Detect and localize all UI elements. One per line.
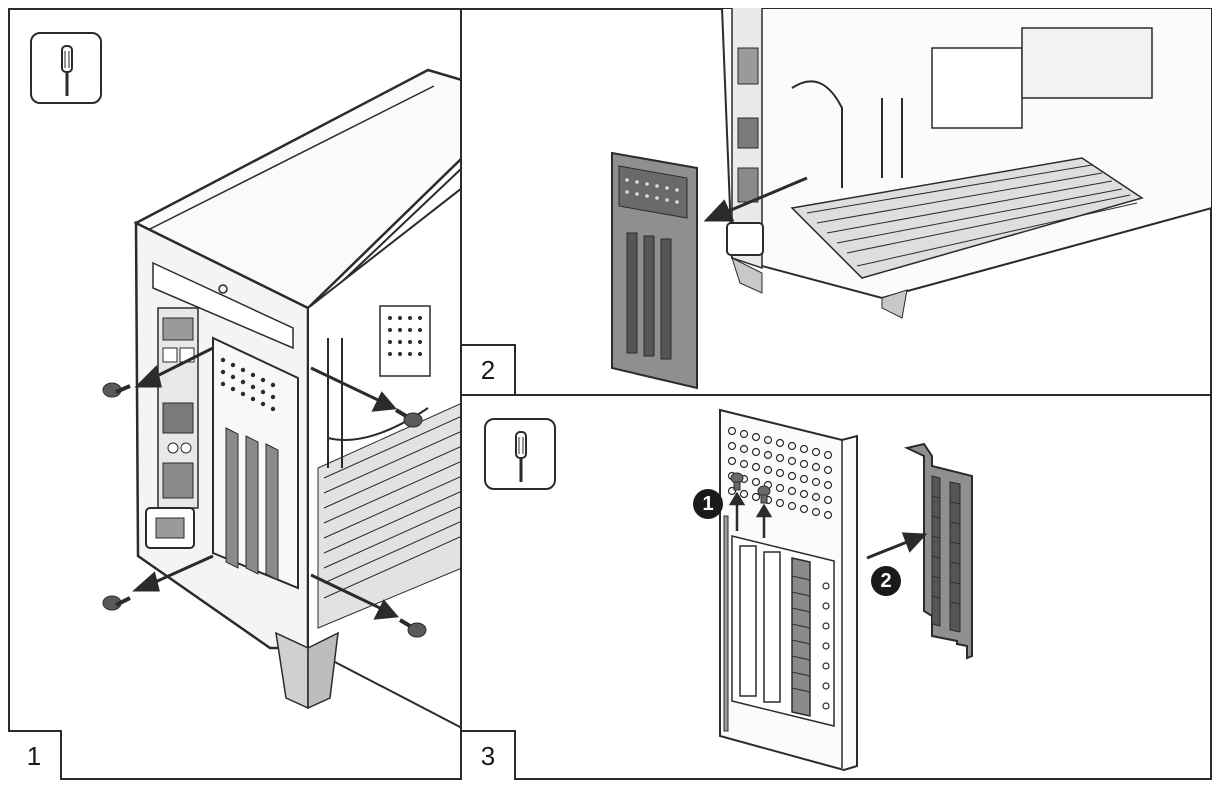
screw-icon [730, 472, 744, 491]
step-number-1: 1 [8, 730, 62, 780]
step-1-panel: 1 [8, 8, 462, 780]
screwdriver-icon [515, 431, 527, 482]
screwdriver-tool-badge [484, 418, 556, 490]
callout-2: 2 [871, 566, 901, 596]
screwdriver-tool-badge [30, 32, 102, 104]
callout-1: 1 [693, 489, 723, 519]
screw-icon [102, 382, 131, 398]
screw-icon [398, 618, 427, 638]
step-3-panel: 1 2 3 [462, 396, 1212, 780]
screw-icon [757, 485, 771, 504]
screwdriver-icon [61, 45, 73, 96]
bracket-removal-illustration [611, 8, 1212, 390]
step-number-2: 2 [462, 344, 516, 394]
screw-icon [102, 595, 131, 611]
case-rear-illustration [102, 68, 460, 729]
step-number-3: 3 [462, 730, 516, 780]
screw-icon [394, 408, 423, 428]
step-2-panel: 2 [462, 8, 1212, 396]
card-removal-illustration [719, 408, 973, 772]
